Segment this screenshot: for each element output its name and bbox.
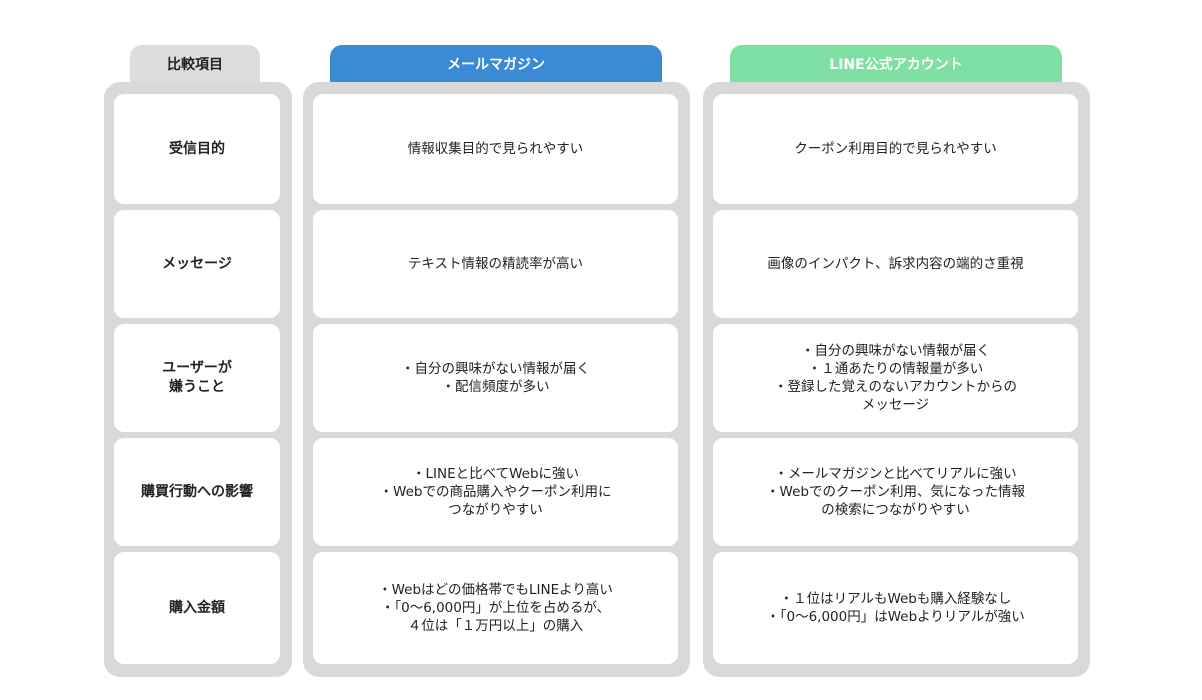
line-cell-reception-purpose: クーポン利用目的で見られやすい: [713, 94, 1078, 204]
line-cell-purchase-behavior: ・メールマガジンと比べてリアルに強い ・Webでのクーポン利用、気になった情報 …: [713, 438, 1078, 546]
header-email-magazine: メールマガジン: [330, 45, 662, 83]
mail-cell-purchase-amount: ・Webはどの価格帯でもLINEより高い ・「0〜6,000円」が上位を占めるが…: [313, 552, 678, 664]
header-comparison-items: 比較項目: [130, 45, 260, 83]
header-line-official-account: LINE公式アカウント: [730, 45, 1062, 83]
mail-cell-purchase-behavior: ・LINEと比べてWebに強い ・Webでの商品購入やクーポン利用に つながりや…: [313, 438, 678, 546]
mail-cell-user-dislikes: ・自分の興味がない情報が届く ・配信頻度が多い: [313, 324, 678, 432]
row-label-message: メッセージ: [114, 210, 280, 318]
line-cell-purchase-amount: ・１位はリアルもWebも購入経験なし ・「0〜6,000円」はWebよりリアルが…: [713, 552, 1078, 664]
line-cell-message: 画像のインパクト、訴求内容の端的さ重視: [713, 210, 1078, 318]
mail-cell-message: テキスト情報の精読率が高い: [313, 210, 678, 318]
line-cell-user-dislikes: ・自分の興味がない情報が届く ・１通あたりの情報量が多い ・登録した覚えのないア…: [713, 324, 1078, 432]
row-label-purchase-behavior: 購買行動への影響: [114, 438, 280, 546]
row-label-purchase-amount: 購入金額: [114, 552, 280, 664]
row-label-user-dislikes: ユーザーが 嫌うこと: [114, 324, 280, 432]
mail-cell-reception-purpose: 情報収集目的で見られやすい: [313, 94, 678, 204]
row-label-reception-purpose: 受信目的: [114, 94, 280, 204]
